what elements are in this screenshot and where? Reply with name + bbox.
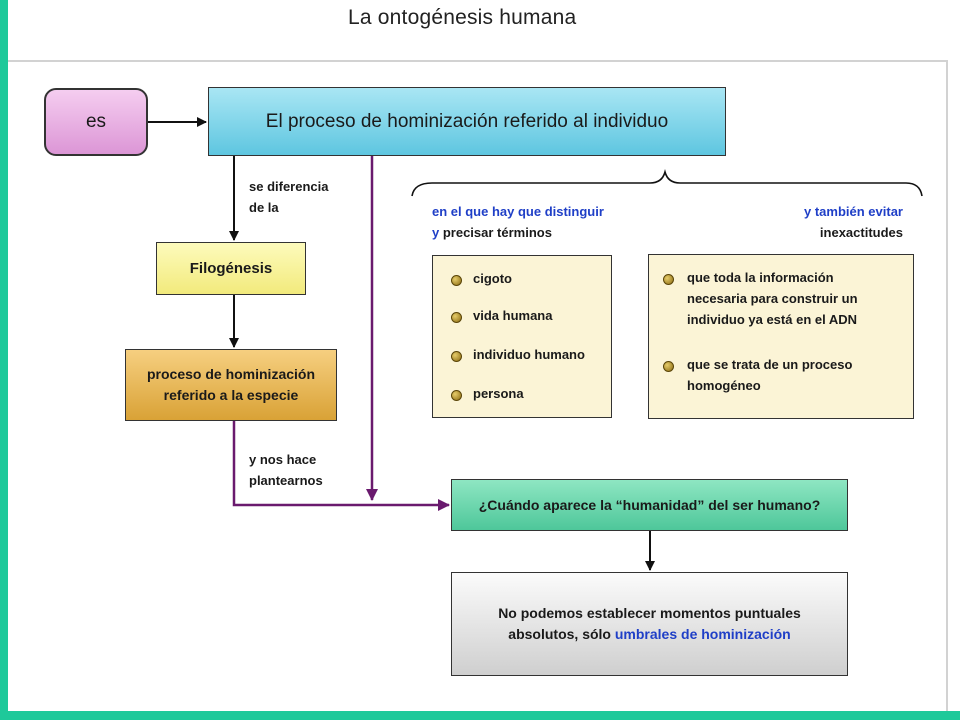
respuesta-line2: absolutos, sólo umbrales de hominización [498,624,801,645]
respuesta-line2-prefix: absolutos, sólo [508,626,615,642]
node-respuesta: No podemos establecer momentos puntuales… [451,572,848,676]
inexactitud-item: que toda la información necesaria para c… [687,267,858,330]
inexactitud-2-line2: homogéneo [687,378,761,393]
slide-frame-left [0,0,8,720]
bullet-icon [451,275,462,286]
slide-frame-bottom [0,711,960,720]
edge-label-diferencia: se diferencia de la [249,176,329,218]
inexactitud-1-line2: necesaria para construir un [687,291,858,306]
arrow-hominizacion-to-pregunta [232,421,450,511]
left-heading-line1: en el que hay que distinguir [432,204,604,219]
node-hominizacion-line1: proceso de hominización [146,366,316,382]
node-hominizacion-line2: referido a la especie [163,387,299,403]
bullet-icon [451,351,462,362]
left-heading-y: y [432,225,440,240]
page-title: La ontogénesis humana [348,6,577,29]
inexactitudes-panel: que toda la información necesaria para c… [648,254,914,419]
edge-label-diferencia-line1: se diferencia [249,179,329,194]
edge-label-diferencia-line2: de la [249,200,279,215]
edge-label-plantearnos: y nos hace plantearnos [249,449,323,491]
bullet-icon [451,390,462,401]
left-heading-rest: precisar términos [439,225,552,240]
node-pregunta: ¿Cuándo aparece la “humanidad” del ser h… [451,479,848,531]
brace [411,168,923,197]
inexactitud-1-line1: que toda la información [687,270,834,285]
term-item: vida humana [473,308,553,323]
right-heading-line1: y también evitar [804,204,903,219]
terms-panel: cigoto vida humana individuo humano pers… [432,255,612,418]
left-heading-line2: y precisar términos [432,222,604,243]
edge-label-plantearnos-line1: y nos hace [249,452,317,467]
edge-label-plantearnos-line2: plantearnos [249,473,323,488]
bullet-icon [663,361,674,372]
node-filogenesis: Filogénesis [156,242,306,295]
node-es: es [44,88,148,156]
inexactitud-item: que se trata de un proceso homogéneo [687,354,852,396]
term-item: cigoto [473,271,512,286]
bullet-icon [663,274,674,285]
respuesta-highlight: umbrales de hominización [614,626,791,642]
term-item: individuo humano [473,347,585,362]
diagram-border [8,60,948,711]
term-item: persona [473,386,524,401]
bullet-icon [451,312,462,323]
right-heading-line2: inexactitudes [819,225,903,240]
node-proceso-individuo: El proceso de hominización referido al i… [208,87,726,156]
inexactitud-1-line3: individuo ya está en el ADN [687,312,858,327]
respuesta-line1: No podemos establecer momentos puntuales [498,605,801,621]
node-hominizacion-especie: proceso de hominización referido a la es… [125,349,337,421]
right-group-heading: y también evitar inexactitudes [700,201,903,243]
left-group-heading: en el que hay que distinguir y precisar … [432,201,604,243]
inexactitud-2-line1: que se trata de un proceso [687,357,853,372]
